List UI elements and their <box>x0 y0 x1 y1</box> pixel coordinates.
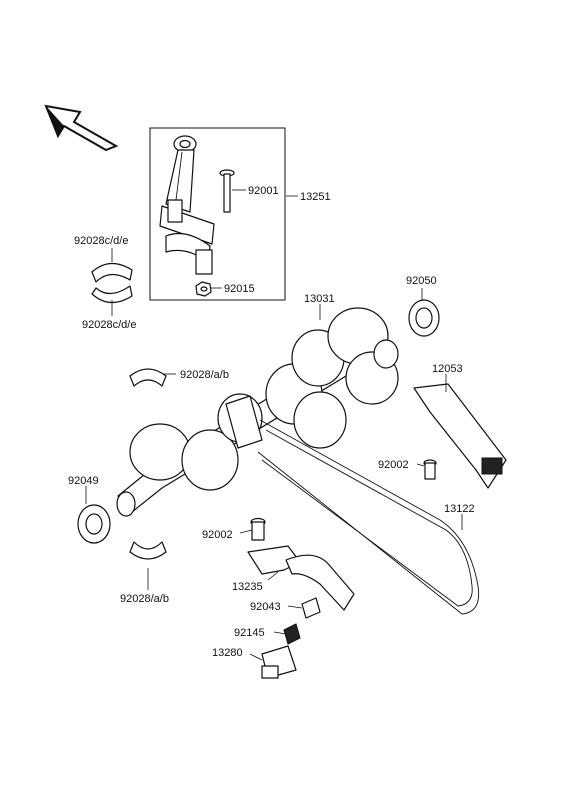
leader-lines <box>85 189 463 661</box>
callout-13031: 13031 <box>304 293 335 305</box>
rod-nut <box>195 281 212 297</box>
callout-92015: 92015 <box>224 283 255 295</box>
callout-92002-right: 92002 <box>378 459 409 471</box>
cam-chain <box>257 419 480 615</box>
front-arrow-icon <box>44 104 119 152</box>
callout-92028cde-bottom: 92028c/d/e <box>82 319 136 331</box>
callout-13280: 13280 <box>212 647 243 659</box>
callout-92145: 92145 <box>234 627 265 639</box>
callout-92043: 92043 <box>250 601 281 613</box>
callout-92001: 92001 <box>248 185 279 197</box>
tensioner-spring <box>283 623 301 645</box>
oil-seal-left <box>77 504 111 544</box>
crankshaft <box>116 307 399 517</box>
connecting-rod-group-box <box>149 127 286 301</box>
tensioner-cap-bolt <box>261 645 297 679</box>
rod-bolt <box>219 169 235 213</box>
callout-12053: 12053 <box>432 363 463 375</box>
callout-92028ab-upper: 92028/a/b <box>180 369 229 381</box>
callout-92028cde-top: 92028c/d/e <box>74 235 128 247</box>
guide-bolt <box>423 459 437 480</box>
oil-seal-right <box>408 299 440 337</box>
callout-92049: 92049 <box>68 475 99 487</box>
callout-92002-left: 92002 <box>202 529 233 541</box>
callout-13235: 13235 <box>232 581 263 593</box>
tensioner-plunger <box>301 597 321 619</box>
rod-bearing-upper <box>91 262 133 283</box>
callout-13122: 13122 <box>444 503 475 515</box>
callout-92028ab-lower: 92028/a/b <box>120 593 169 605</box>
main-bearing-upper <box>129 368 167 387</box>
callout-13251: 13251 <box>300 191 331 203</box>
main-bearing-lower <box>129 541 167 560</box>
chain-tensioner <box>247 545 355 611</box>
chain-guide <box>413 383 507 489</box>
callout-92050: 92050 <box>406 275 437 287</box>
rod-bearing-lower <box>91 285 133 304</box>
connecting-rod <box>159 135 215 275</box>
tensioner-bolt <box>250 517 266 541</box>
